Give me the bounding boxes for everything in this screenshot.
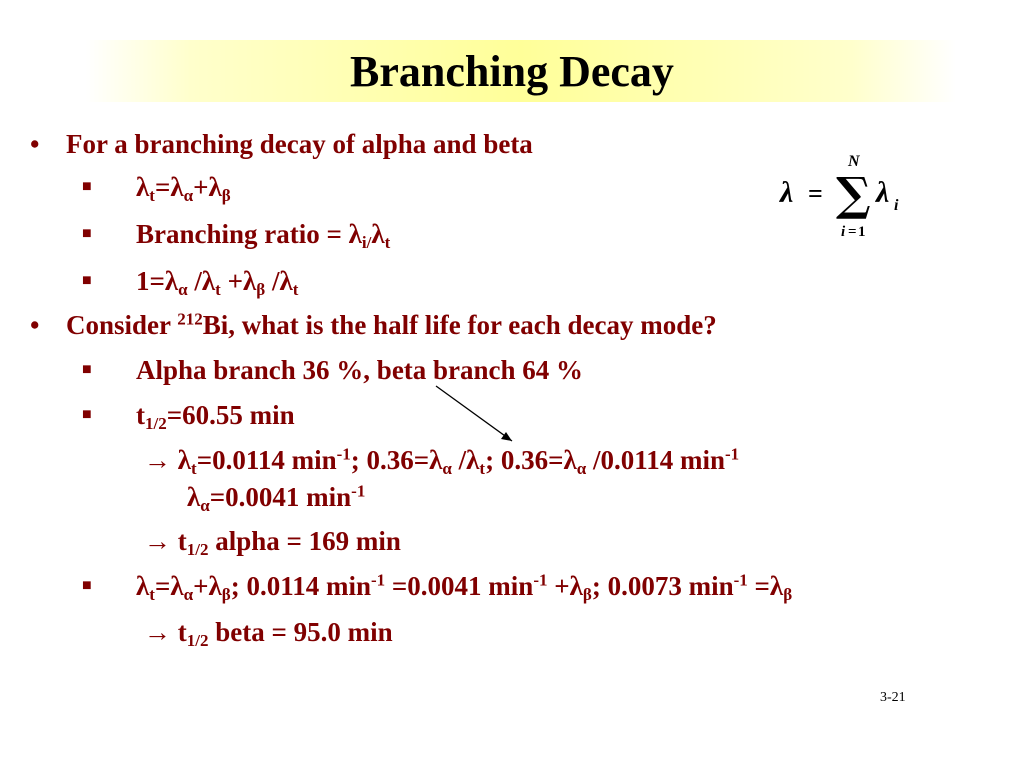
calc-lambda-alpha-result: λα=0.0041 min-1 (187, 481, 366, 516)
sub-bullet-sum-ratios: 1=λα /λt +λβ /λt (136, 266, 299, 300)
sub-bullet-icon: ■ (82, 406, 92, 423)
title-band (86, 40, 956, 102)
sub-bullet-lambda-total: λt=λα+λβ (136, 172, 231, 206)
right-arrow-icon: → (144, 617, 178, 647)
formula-lower-one: 1 (858, 224, 866, 240)
sub-bullet-icon: ■ (82, 361, 92, 378)
slide-title: Branching Decay (350, 47, 674, 96)
formula-upper-limit: N (847, 153, 861, 170)
sub-bullet-icon: ■ (82, 272, 92, 289)
calc-beta-half-life: → t1/2 beta = 95.0 min (144, 617, 393, 651)
bullet-1-text: For a branching decay of alpha and beta (66, 129, 533, 159)
bullet-2-text: Consider 212Bi, what is the half life fo… (66, 309, 717, 340)
bullet-icon: • (30, 310, 40, 340)
sub-bullet-branching-ratio: Branching ratio = λi/λt (136, 219, 391, 253)
calc-alpha-half-life: → t1/2 alpha = 169 min (144, 526, 401, 560)
right-arrow-icon: → (144, 445, 178, 475)
formula-lower-eq: = (848, 224, 857, 240)
summation-formula: λ = ∑ N i = 1 λ i (778, 153, 899, 240)
sub-bullet-icon: ■ (82, 225, 92, 242)
sub-bullet-lambda-beta: λt=λα+λβ; 0.0114 min-1 =0.0041 min-1 +λβ… (136, 570, 793, 605)
sub-bullet-icon: ■ (82, 577, 92, 594)
formula-lower-i: i (841, 224, 846, 240)
formula-equals: = (808, 179, 823, 208)
sub-bullet-half-life: t1/2=60.55 min (136, 400, 295, 434)
formula-term-sub: i (894, 197, 899, 214)
sub-bullet-icon: ■ (82, 178, 92, 195)
right-arrow-icon: → (144, 526, 178, 556)
slide-number: 3-21 (880, 690, 906, 705)
sigma-icon: ∑ (836, 167, 871, 221)
calc-lambda-alpha: → λt=0.0114 min-1; 0.36=λα /λt; 0.36=λα … (144, 444, 740, 479)
sub-bullet-branch-percent: Alpha branch 36 %, beta branch 64 % (136, 355, 584, 385)
formula-term-lambda: λ (874, 176, 889, 209)
bullet-icon: • (30, 129, 40, 159)
formula-lambda: λ (778, 176, 793, 209)
